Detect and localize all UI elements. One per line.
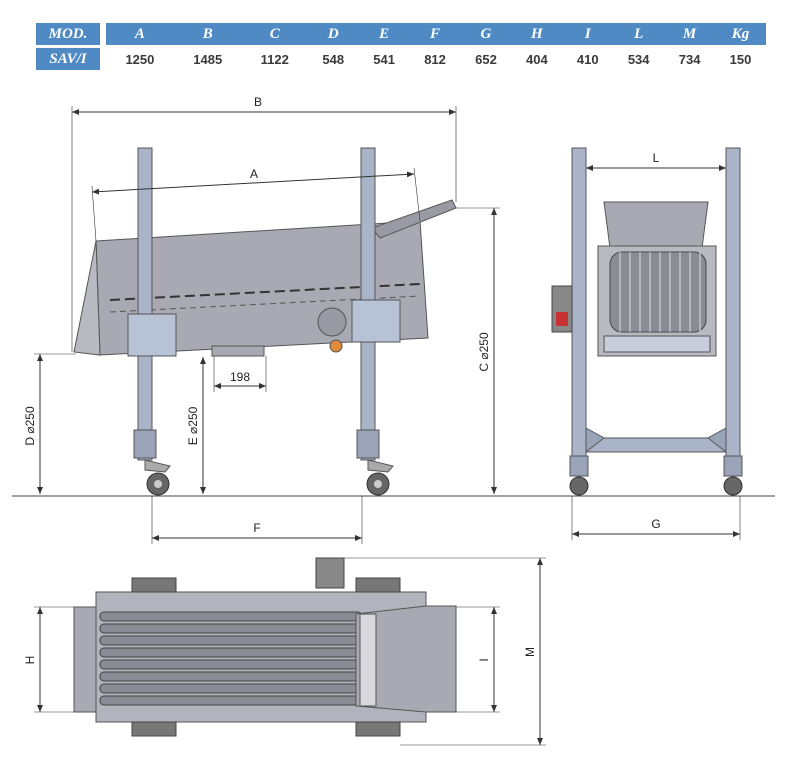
front-view-right-wheel (723, 476, 743, 496)
front-view-crossbar (585, 437, 727, 453)
header-a: A (106, 23, 174, 45)
spec-header-row: MOD. A B C D E F G H I L M Kg (36, 23, 766, 45)
front-view-right-post (725, 147, 741, 461)
front-view-drum-rollers (609, 251, 707, 333)
header-mod: MOD. (36, 23, 100, 45)
dim-label-i: I (477, 658, 491, 661)
header-d: D (307, 23, 359, 45)
value-kg: 150 (729, 51, 752, 67)
header-kg: Kg (715, 23, 766, 45)
value-d: 548 (322, 51, 345, 67)
header-i: I (562, 23, 614, 45)
front-bracket (127, 313, 177, 357)
value-c: 1122 (260, 51, 289, 67)
header-g: G (460, 23, 512, 45)
value-h: 404 (526, 51, 548, 67)
dim-label-198: 198 (230, 370, 250, 384)
value-b: 1485 (193, 51, 223, 67)
front-view-left-wheel (569, 476, 589, 496)
dim-label-a: A (250, 167, 258, 181)
front-view (551, 147, 743, 496)
value-g: 652 (475, 51, 497, 67)
side-view-dimensions: B A C ⌀250 D ⌀250 E ⌀250 198 F (23, 95, 500, 544)
value-a: 1250 (125, 51, 155, 67)
dim-label-g: G (651, 517, 660, 531)
dim-label-m: M (523, 647, 537, 657)
dim-label-d: D ⌀250 (23, 406, 37, 446)
header-m: M (664, 23, 716, 45)
hopper-front-flap (73, 240, 101, 356)
header-e: E (358, 23, 410, 45)
spec-table: MOD. A B C D E F G H I L M Kg SAV/I 1250… (36, 20, 766, 73)
value-m: 734 (678, 51, 701, 67)
model-name: SAV/I (36, 48, 100, 70)
dim-label-l: L (653, 151, 660, 165)
front-view-left-post (571, 147, 587, 461)
dim-label-c: C ⌀250 (477, 332, 491, 372)
header-l: L (613, 23, 665, 45)
dim-label-f: F (253, 521, 260, 535)
rear-bracket (351, 299, 401, 343)
header-c: C (241, 23, 308, 45)
top-view-dimensions: H I M (23, 557, 546, 746)
front-view-hopper (603, 201, 709, 249)
dim-label-e: E ⌀250 (186, 406, 200, 445)
spec-value-row: SAV/I 1250 1485 1122 548 541 812 652 404… (36, 48, 766, 70)
value-i: 410 (576, 51, 599, 67)
header-b: B (173, 23, 242, 45)
value-l: 534 (627, 51, 650, 67)
top-view-motor (315, 557, 345, 589)
front-view-dimensions: L G (571, 151, 741, 540)
motor-wheel (317, 307, 347, 337)
value-e: 541 (373, 51, 395, 67)
value-f: 812 (424, 51, 446, 67)
header-h: H (511, 23, 563, 45)
header-f: F (409, 23, 461, 45)
dim-label-b: B (254, 95, 262, 109)
dim-label-h: H (23, 656, 37, 665)
front-leg (137, 147, 153, 461)
top-view (73, 557, 457, 737)
side-view (73, 147, 457, 496)
